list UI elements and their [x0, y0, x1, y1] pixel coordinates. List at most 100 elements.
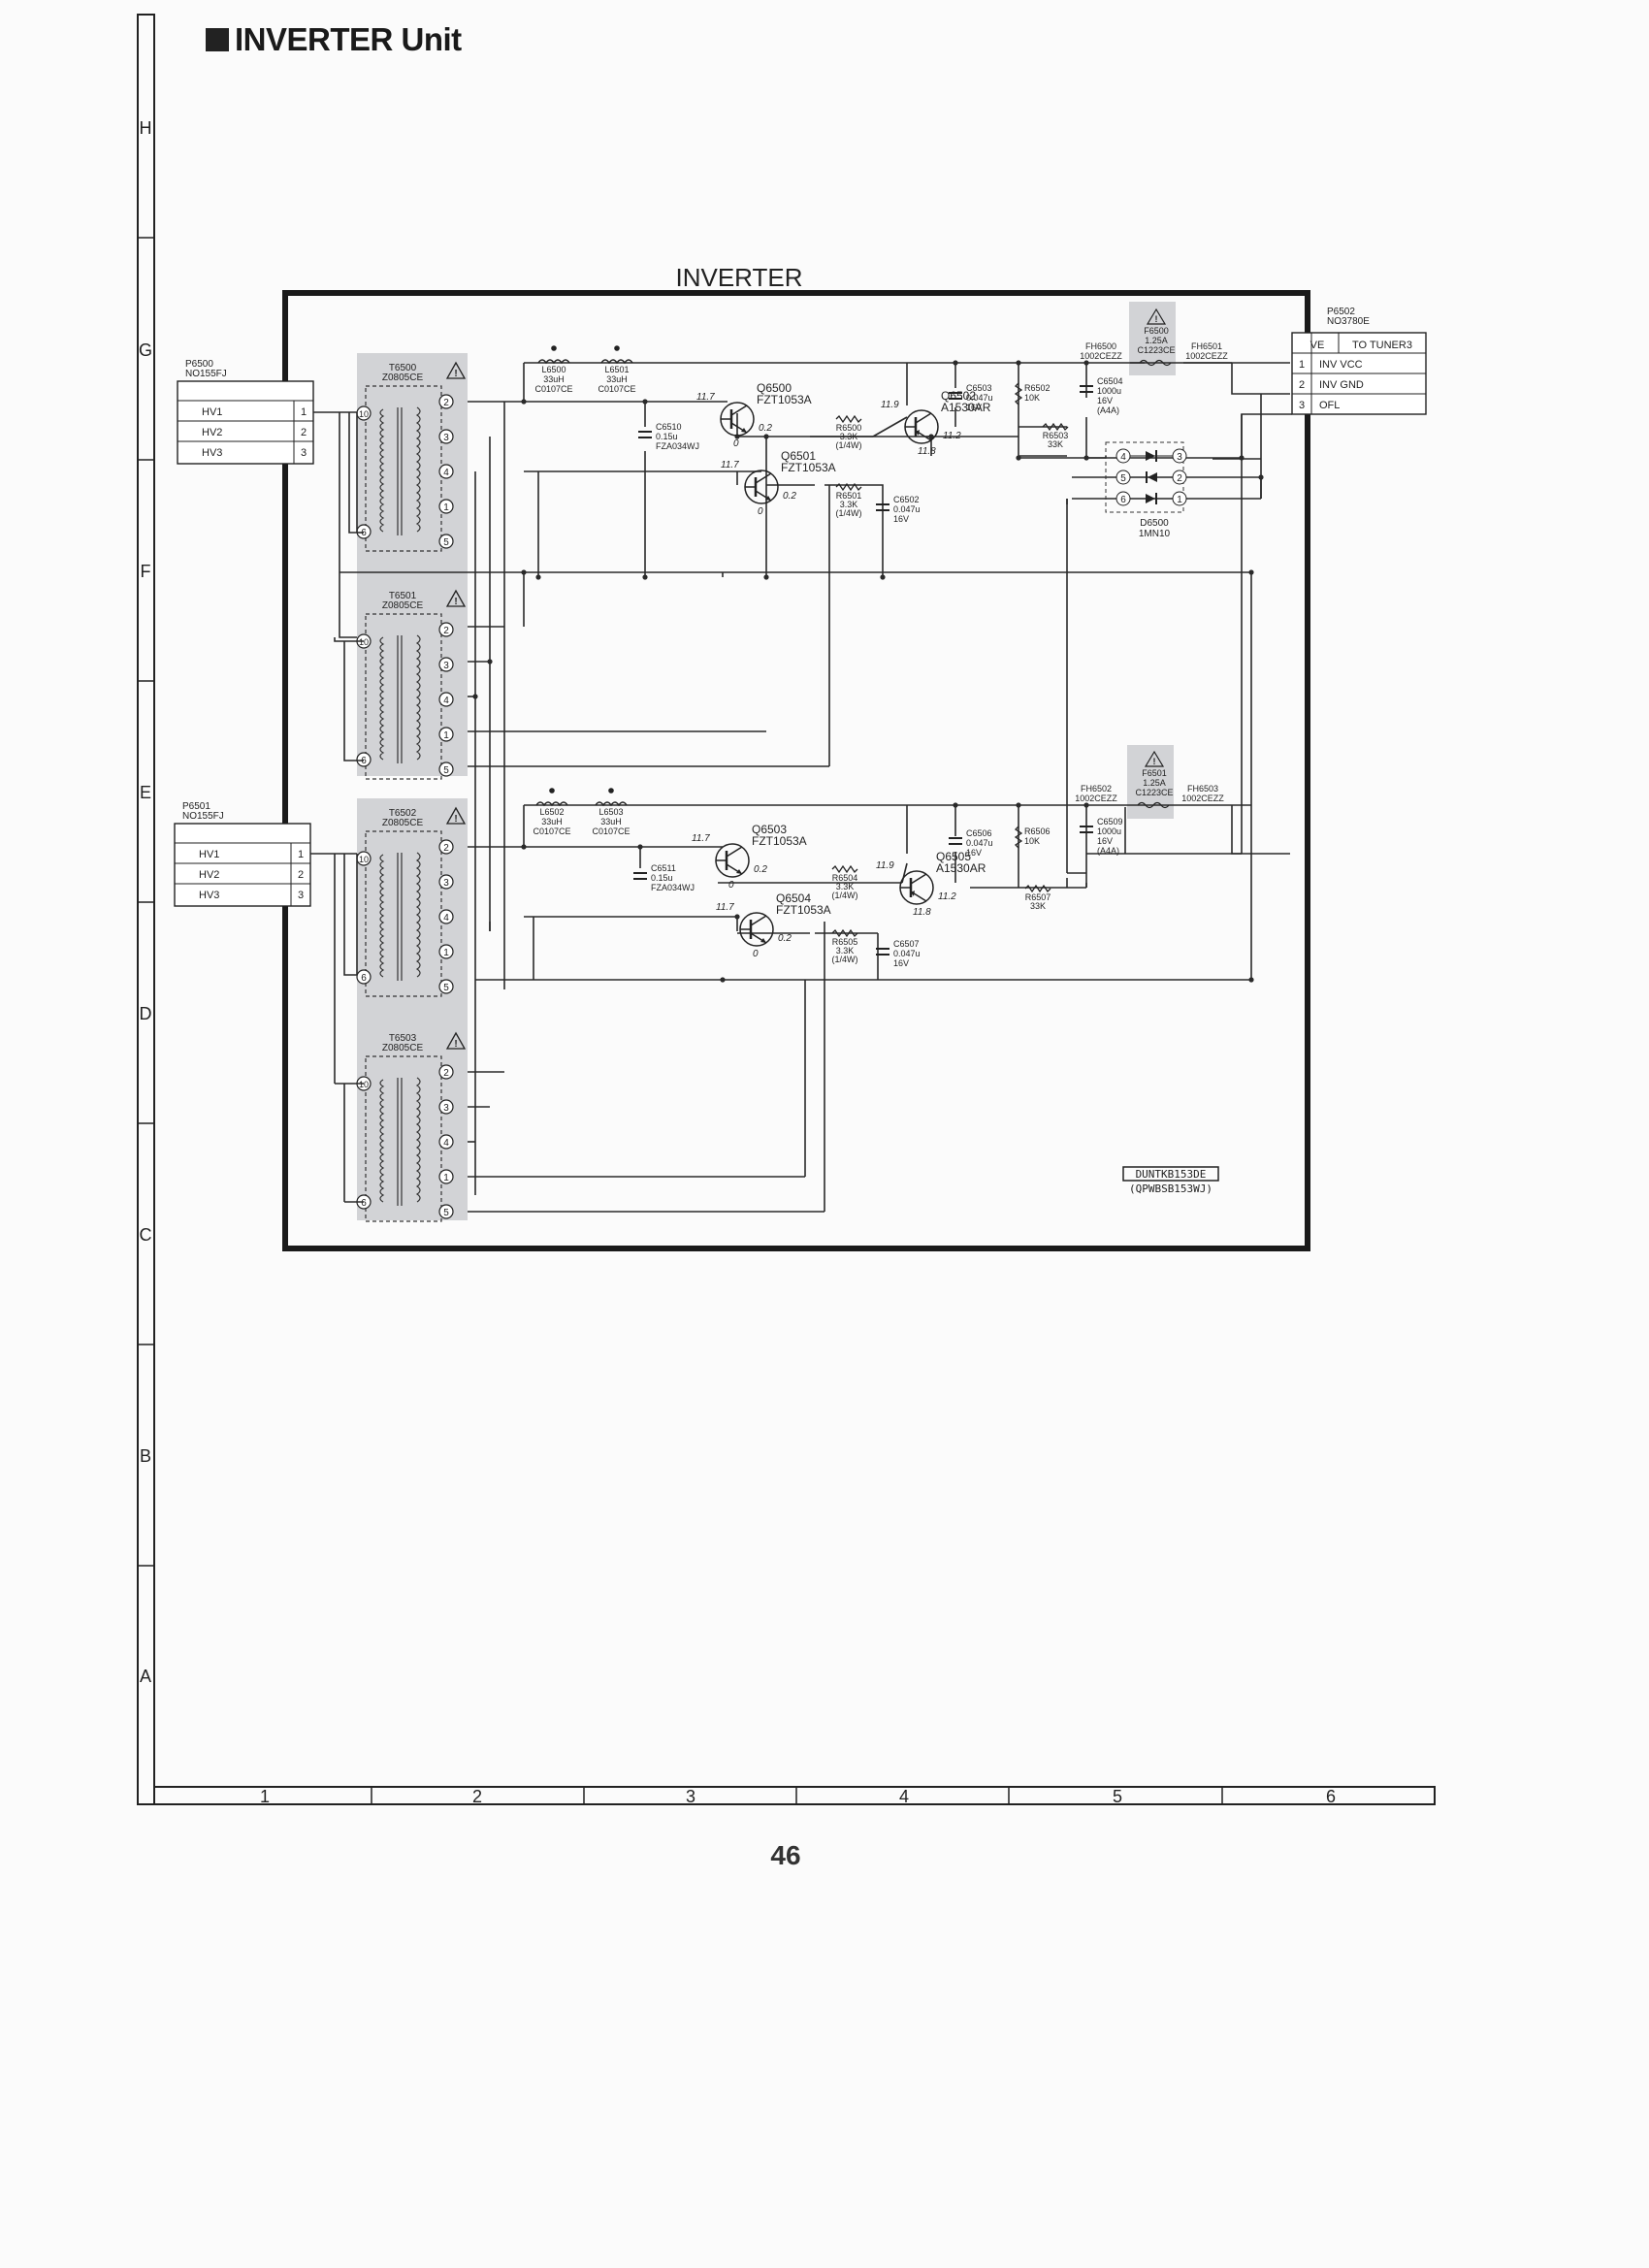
transformer-pin-number: 3 [443, 433, 449, 443]
transformer-pin-number: 5 [443, 537, 449, 548]
capacitor-ref: C6511 [651, 863, 676, 873]
transformer-pin [438, 1169, 454, 1184]
primary-coil [379, 1079, 385, 1203]
connector-pin-num: 3 [298, 890, 304, 901]
board-id-box: DUNTKB153DE (QPWBSB153WJ) [1122, 1166, 1219, 1195]
capacitor-ref: C6503 [966, 383, 992, 393]
diode-triangle [1148, 472, 1157, 482]
frame-bottom-bar [153, 1786, 1436, 1805]
fuse-holder-part: 1002CEZZ [1185, 351, 1228, 361]
resistor-zigzag [1024, 884, 1051, 893]
transformer-pin-number: 5 [443, 765, 449, 776]
transistor-arrow-icon [736, 869, 742, 874]
col-label: 2 [472, 1787, 482, 1806]
row-label: G [139, 340, 152, 360]
junction-dot [642, 399, 648, 405]
capacitor-ref: C6510 [656, 422, 682, 432]
connector-ref: P6501 [182, 801, 210, 812]
transistor-collector-lead [910, 873, 927, 885]
junction-dot [763, 434, 769, 439]
panel-title: INVERTER [676, 263, 803, 292]
transistor-part: FZT1053A [757, 393, 812, 406]
secondary-coil [415, 406, 421, 533]
transistor-ref: Q6505 [936, 850, 971, 863]
transformer-pin-number: 4 [443, 696, 449, 706]
connector-pin-name: HV3 [199, 890, 219, 901]
wire [343, 641, 364, 761]
wire [1241, 413, 1292, 458]
col-label: 5 [1113, 1787, 1122, 1806]
warning-icon [1144, 750, 1165, 767]
connector-frame [174, 823, 311, 907]
transformer-highlight-top [357, 353, 468, 776]
connector-pin-num: 3 [1299, 400, 1305, 411]
junction-dot [521, 569, 527, 575]
fuse-holder-part: 1002CEZZ [1080, 351, 1122, 361]
transformer-pin [438, 1204, 454, 1219]
row-label: F [141, 562, 151, 581]
transformer-pin [356, 752, 372, 767]
transformer-pin [438, 394, 454, 409]
transformer-pin-number: 4 [443, 468, 449, 478]
inductor-ref: L6500 [541, 365, 566, 374]
transformer-pin [438, 1064, 454, 1080]
inductor-polarity-dot [549, 788, 555, 794]
wire [872, 416, 908, 437]
diode-pin-number: 4 [1120, 452, 1126, 463]
page-title: INVERTER Unit [235, 21, 462, 57]
connector-header-right: TO TUNER3 [1352, 340, 1412, 351]
transformer-ref: T6502 [389, 808, 417, 819]
wire [339, 412, 357, 638]
transformer-pin-number: 4 [443, 913, 449, 923]
junction-dot [642, 574, 648, 580]
transformer-ref: T6501 [389, 591, 417, 601]
warning-icon [445, 361, 467, 379]
connector-frame [177, 380, 314, 465]
inductor-polarity-dot [614, 345, 620, 351]
connector-pin-num: 3 [301, 447, 307, 459]
transistor-voltage-collector: 0.2 [759, 423, 772, 434]
junction-dot [535, 574, 541, 580]
transistor-voltage-collector: 11.2 [943, 431, 961, 441]
frame-vertical-bar [137, 14, 155, 1805]
fuse-rating: 1.25A [1145, 336, 1168, 345]
capacitor-ref: C6502 [893, 495, 920, 504]
transformer-pin [356, 969, 372, 985]
capacitor-rating: 16V [893, 958, 909, 968]
wire [1231, 805, 1290, 855]
transformer-part: Z0805CE [382, 1043, 424, 1053]
inductor-value: 33uH [600, 817, 622, 826]
capacitor-ref: C6506 [966, 828, 992, 838]
resistor-ref: R6506 [1024, 826, 1051, 836]
warning-icon [1146, 308, 1167, 325]
title-bullet-icon [206, 28, 229, 51]
capacitor-value: 0.047u [893, 504, 921, 514]
row-label: B [140, 1446, 151, 1466]
transformer-pin [438, 979, 454, 994]
fuse-element [1137, 801, 1170, 809]
resistor-ref: R6505 [832, 937, 858, 947]
resistor-rating: (1/4W) [832, 955, 858, 964]
transistor-voltage-emitter: 0 [758, 506, 763, 517]
inductor-part: C0107CE [598, 384, 635, 394]
resistor-rating: (1/4W) [832, 891, 858, 900]
transistor-voltage-emitter: 0 [733, 438, 739, 449]
transformer-pin [438, 464, 454, 479]
